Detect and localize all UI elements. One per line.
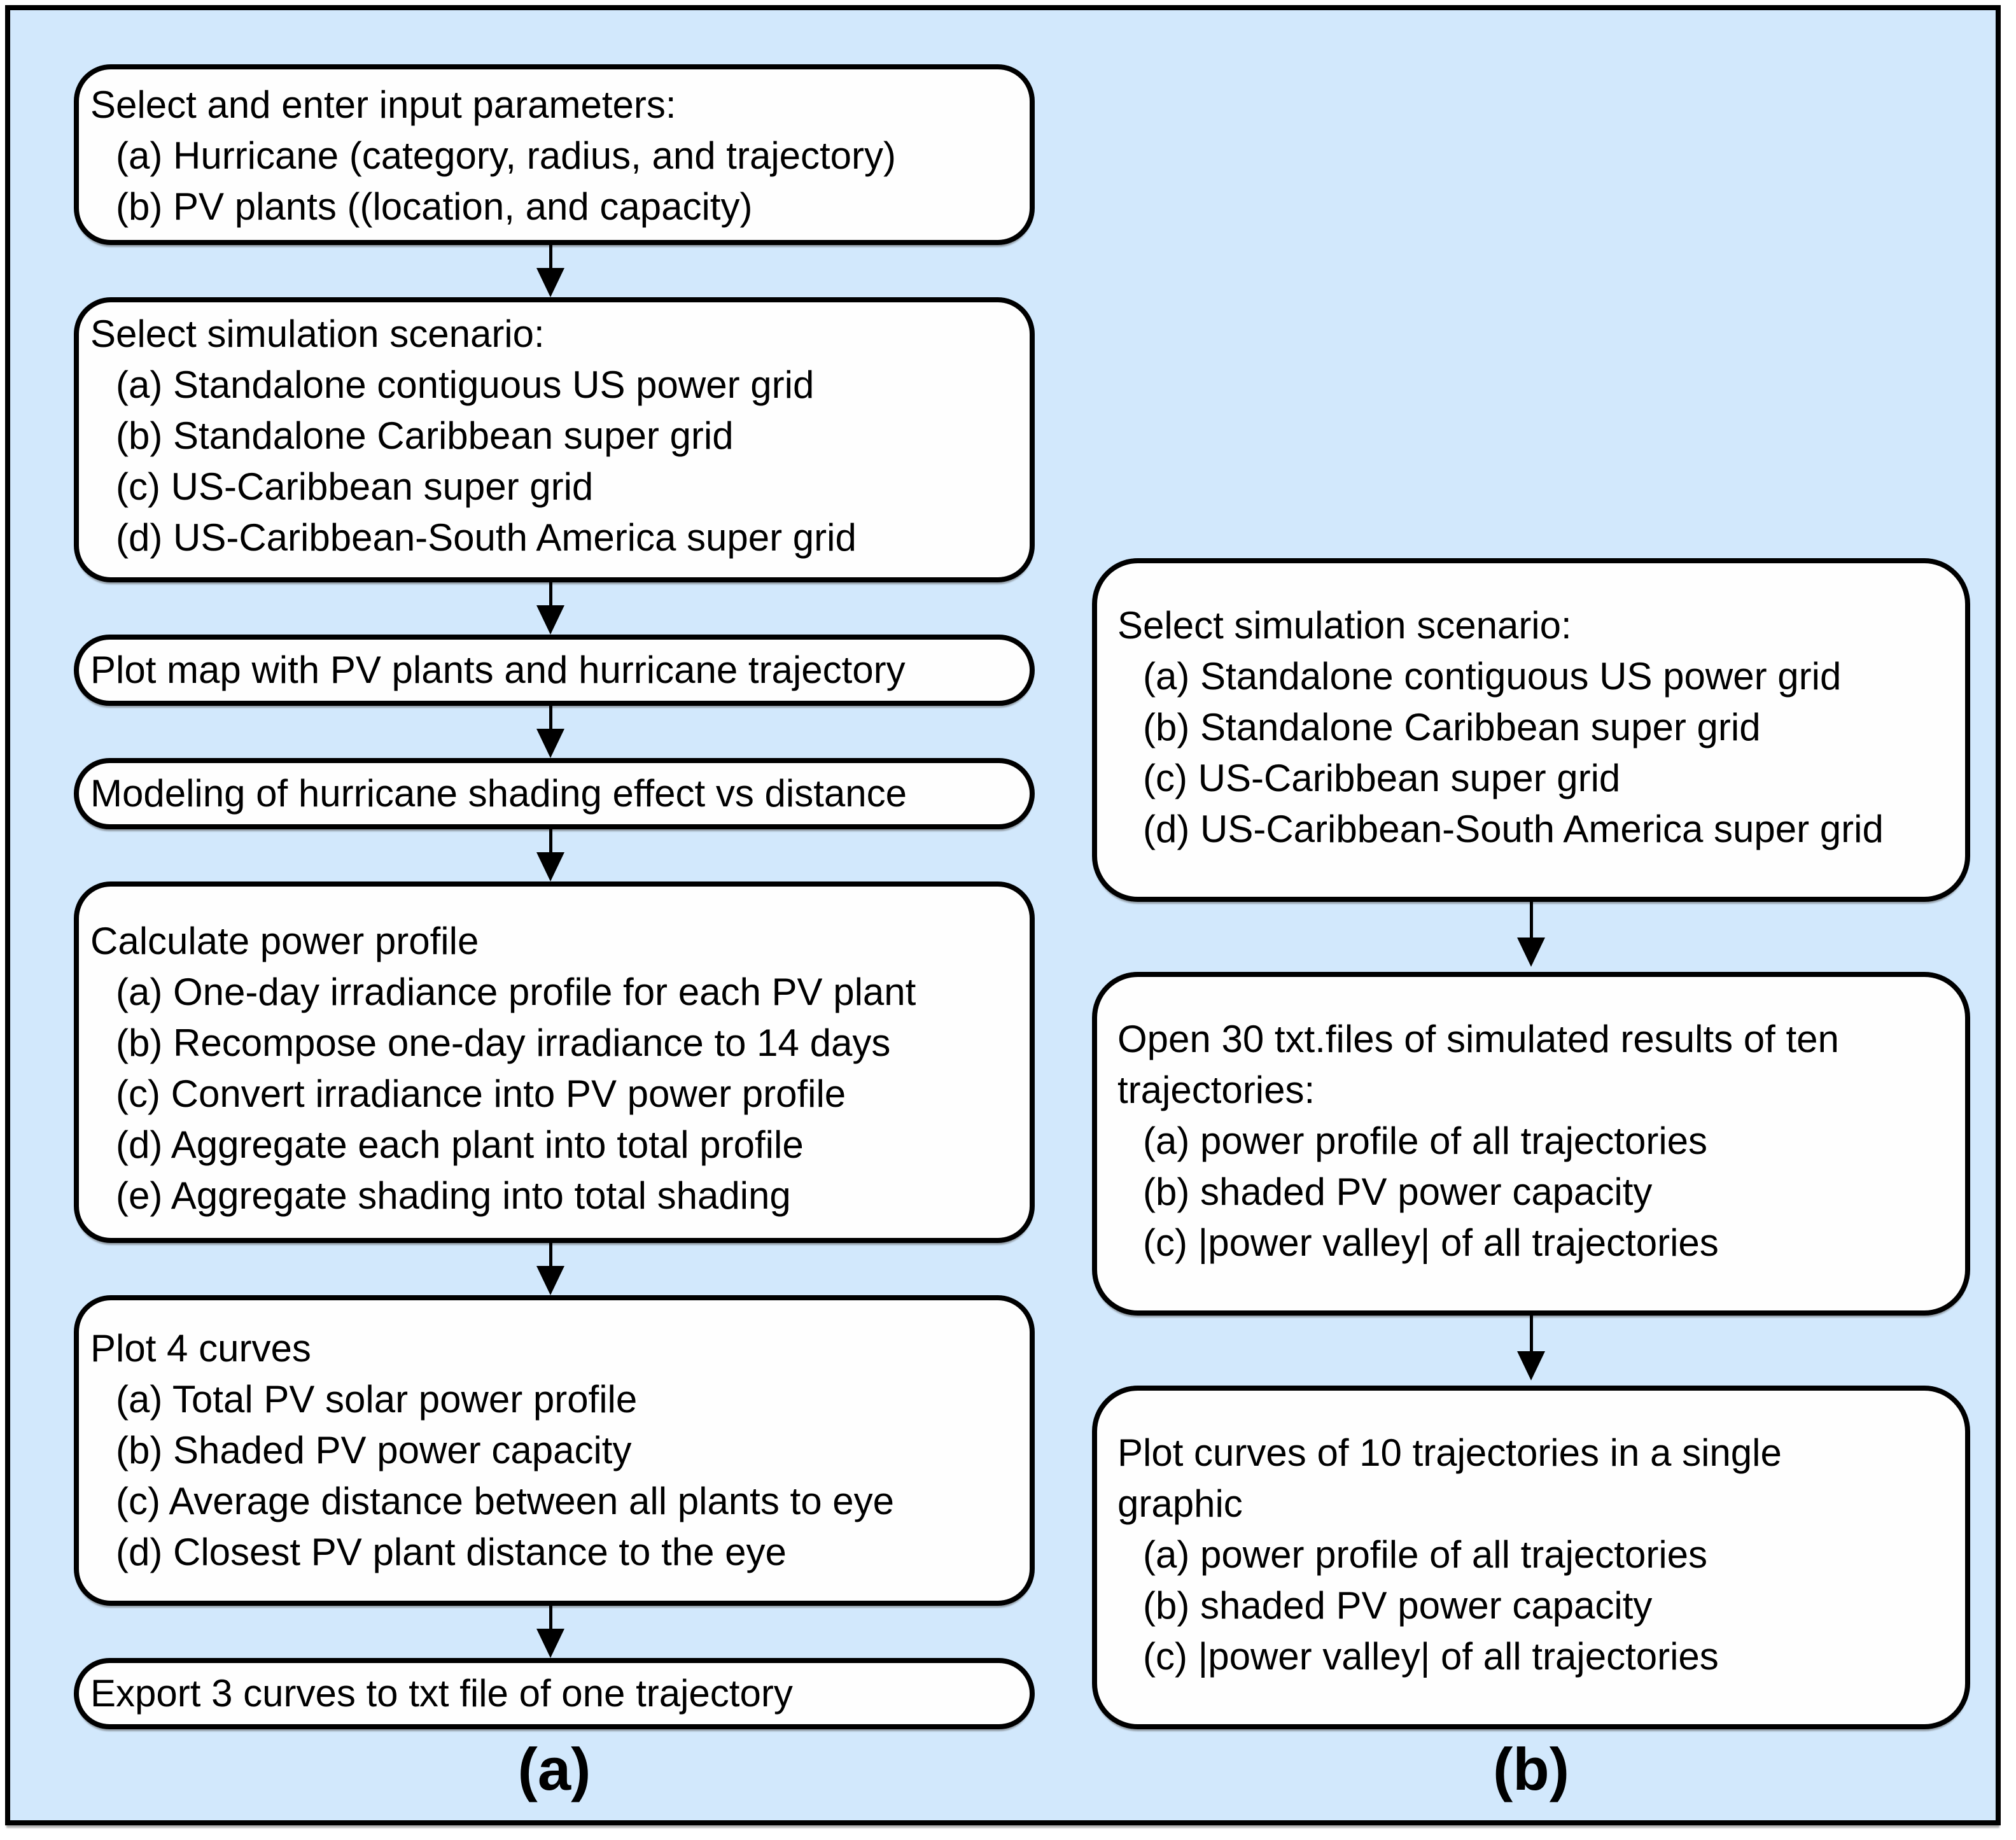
box-text-line: Select simulation scenario: bbox=[90, 313, 545, 355]
flow-box-plot-4-curves: Plot 4 curves (a) Total PV solar power p… bbox=[74, 1295, 1035, 1606]
box-text-line: (a) One-day irradiance profile for each … bbox=[116, 971, 916, 1013]
box-text-line: (a) Total PV solar power profile bbox=[116, 1378, 638, 1421]
flow-box-select-scenario: Select simulation scenario: (a) Standalo… bbox=[74, 297, 1035, 582]
box-text-line: (b) Standalone Caribbean super grid bbox=[1143, 706, 1761, 748]
box-text-line: Modeling of hurricane shading effect vs … bbox=[90, 772, 907, 815]
box-text-line: (b) Recompose one-day irradiance to 14 d… bbox=[116, 1022, 891, 1064]
box-text-line: (c) Convert irradiance into PV power pro… bbox=[116, 1072, 846, 1115]
box-text-line: (c) Average distance between all plants … bbox=[116, 1480, 894, 1522]
box-text-line: (c) US-Caribbean super grid bbox=[116, 465, 594, 508]
arrow-down-icon bbox=[536, 701, 564, 758]
subfigure-label-a: (a) bbox=[517, 1736, 591, 1802]
box-text-line: Open 30 txt.files of simulated results o… bbox=[1117, 1018, 1839, 1060]
box-text-line: trajectories: bbox=[1117, 1069, 1315, 1111]
flow-box-export-curves: Export 3 curves to txt file of one traje… bbox=[74, 1658, 1035, 1729]
box-text-line: graphic bbox=[1117, 1482, 1243, 1525]
arrow-down-icon bbox=[1517, 897, 1545, 967]
box-text-line: (b) Shaded PV power capacity bbox=[116, 1429, 632, 1471]
flow-box-plot-map: Plot map with PV plants and hurricane tr… bbox=[74, 635, 1035, 706]
subfigure-label-b: (b) bbox=[1492, 1736, 1570, 1802]
box-text-line: (e) Aggregate shading into total shading bbox=[116, 1174, 791, 1217]
box-text-line: (b) shaded PV power capacity bbox=[1143, 1170, 1653, 1213]
box-text-line: (a) power profile of all trajectories bbox=[1143, 1120, 1708, 1162]
arrow-down-icon bbox=[536, 577, 564, 635]
box-text-line: (c) US-Caribbean super grid bbox=[1143, 757, 1621, 799]
box-text-line: (d) Closest PV plant distance to the eye bbox=[116, 1531, 787, 1573]
figure-frame: Select and enter input parameters: (a) H… bbox=[5, 5, 2001, 1825]
box-text-line: Plot 4 curves bbox=[90, 1327, 311, 1370]
box-text-line: (a) Hurricane (category, radius, and tra… bbox=[116, 134, 897, 177]
box-text-line: (a) Standalone contiguous US power grid bbox=[116, 363, 815, 406]
arrow-down-icon bbox=[536, 824, 564, 881]
box-text-line: (a) power profile of all trajectories bbox=[1143, 1533, 1708, 1576]
box-text-line: (b) Standalone Caribbean super grid bbox=[116, 414, 734, 457]
box-text-line: (d) US-Caribbean-South America super gri… bbox=[116, 516, 857, 559]
box-text-line: Select and enter input parameters: bbox=[90, 83, 676, 126]
box-text-line: (b) PV plants ((location, and capacity) bbox=[116, 185, 753, 228]
flow-box-open-txt-files: Open 30 txt.files of simulated results o… bbox=[1092, 972, 1970, 1316]
box-text-line: (c) |power valley| of all trajectories bbox=[1143, 1221, 1719, 1264]
box-text-line: (d) US-Caribbean-South America super gri… bbox=[1143, 808, 1884, 850]
flow-box-select-scenario-b: Select simulation scenario: (a) Standalo… bbox=[1092, 558, 1970, 902]
box-text-line: (b) shaded PV power capacity bbox=[1143, 1584, 1653, 1627]
flow-box-input-parameters: Select and enter input parameters: (a) H… bbox=[74, 64, 1035, 245]
flow-box-calculate-power-profile: Calculate power profile (a) One-day irra… bbox=[74, 881, 1035, 1243]
arrow-down-icon bbox=[536, 1238, 564, 1295]
arrow-down-icon bbox=[536, 240, 564, 297]
flow-box-plot-curves-10-trajectories: Plot curves of 10 trajectories in a sing… bbox=[1092, 1386, 1970, 1729]
box-text-line: (d) Aggregate each plant into total prof… bbox=[116, 1123, 804, 1166]
arrow-down-icon bbox=[1517, 1310, 1545, 1380]
box-text-line: (c) |power valley| of all trajectories bbox=[1143, 1635, 1719, 1678]
box-text-line: Plot map with PV plants and hurricane tr… bbox=[90, 649, 906, 691]
flow-box-modeling-shading: Modeling of hurricane shading effect vs … bbox=[74, 758, 1035, 829]
arrow-down-icon bbox=[536, 1601, 564, 1658]
box-text-line: Plot curves of 10 trajectories in a sing… bbox=[1117, 1431, 1782, 1474]
box-text-line: Calculate power profile bbox=[90, 920, 479, 962]
box-text-line: Export 3 curves to txt file of one traje… bbox=[90, 1672, 793, 1715]
box-text-line: (a) Standalone contiguous US power grid bbox=[1143, 655, 1842, 698]
box-text-line: Select simulation scenario: bbox=[1117, 604, 1572, 647]
